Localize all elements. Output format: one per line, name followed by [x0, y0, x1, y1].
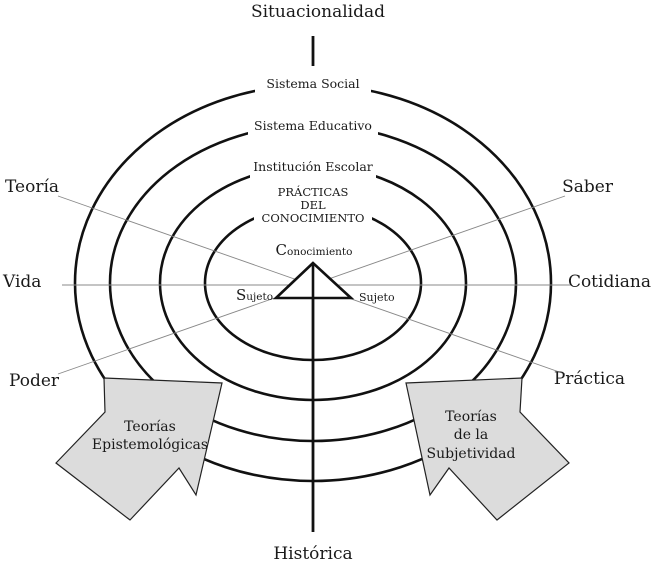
- label-sujeto-left-initial: S: [236, 286, 246, 304]
- ring-label-backdrops: [248, 70, 378, 227]
- label-conocimiento-ring: CONOCIMIENTO: [262, 211, 365, 225]
- label-vida: Vida: [2, 272, 41, 292]
- label-sistema-educativo: Sistema Educativo: [254, 118, 372, 133]
- label-sujeto-left-rest: ujeto: [246, 291, 273, 303]
- label-saber: Saber: [562, 177, 614, 197]
- label-teorias-right: Teorías: [445, 409, 497, 425]
- arrow-epistemological: [55, 377, 223, 521]
- label-del: DEL: [300, 198, 326, 212]
- label-poder: Poder: [9, 371, 60, 391]
- label-cotidiana: Cotidiana: [568, 272, 651, 292]
- label-sujeto-left: Sujeto: [236, 286, 273, 304]
- label-conocimiento-initial: C: [276, 241, 287, 259]
- label-sujeto-right: Sujeto: [359, 291, 395, 304]
- label-sistema-social: Sistema Social: [266, 76, 359, 91]
- label-situacionalidad: Situacionalidad: [251, 2, 385, 22]
- label-conocimiento-rest: onocimiento: [287, 246, 352, 258]
- label-de-la: de la: [454, 427, 489, 443]
- label-practica: Práctica: [554, 369, 625, 389]
- label-historica: Histórica: [273, 544, 352, 564]
- label-conocimiento: Conocimiento: [276, 241, 353, 259]
- label-teorias-left: Teorías: [124, 419, 176, 435]
- label-epistemologicas: Epistemológicas: [92, 437, 208, 453]
- arrow-subjectivity: [405, 377, 570, 521]
- label-teoria: Teoría: [5, 177, 59, 197]
- label-practicas: PRÁCTICAS: [278, 185, 349, 199]
- label-institucion-escolar: Institución Escolar: [253, 159, 373, 174]
- label-subjetividad: Subjetividad: [427, 446, 516, 462]
